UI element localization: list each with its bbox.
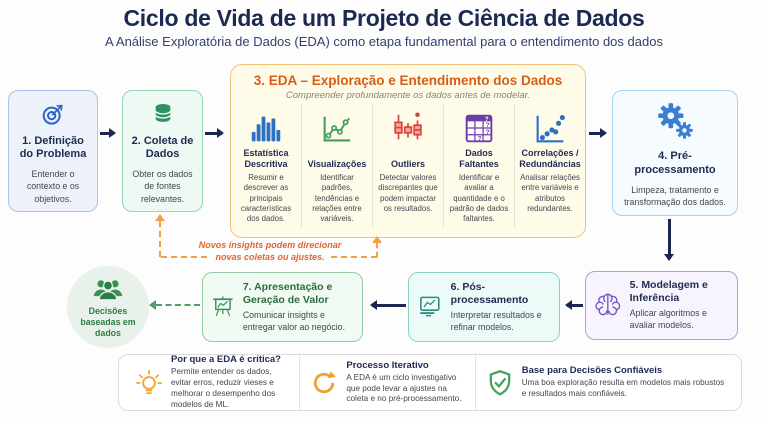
stage-title: 5. Modelagem e Inferência (629, 279, 708, 305)
svg-text:?: ? (486, 129, 490, 136)
page-subtitle: A Análise Exploratória de Dados (EDA) co… (105, 34, 663, 49)
stage-title: 2. Coleta de Dados (131, 134, 194, 161)
stage-title: 7. Apresentação e Geração de Valor (242, 280, 333, 306)
arrow-stage4-to-stage5 (668, 219, 671, 259)
feedback-arrowhead-to-eda (372, 236, 382, 243)
lightbulb-icon (135, 369, 163, 394)
note-desc: A EDA é um ciclo investigativo que pode … (346, 372, 462, 404)
eda-col-estatistica: Estatística Descritiva Resumir e descrev… (231, 104, 301, 228)
feedback-note-line1: Novos insights podem direcionar (198, 240, 342, 250)
eda-col-title: Outliers (390, 158, 425, 169)
boxplot-icon (394, 112, 422, 140)
arrow-eda-to-stage4 (589, 132, 605, 135)
shield-check-icon (489, 369, 511, 396)
eda-col-visualizacoes: Visualizações Identificar padrões, tendê… (301, 104, 372, 228)
feedback-note-line2: novas coletas ou ajustes. (210, 251, 330, 262)
eda-col-dados-faltantes: ? ? ? ? Dados Faltantes Identificar e av… (443, 104, 514, 228)
arrow-stage6-to-stage7 (372, 304, 406, 307)
arrow-stage7-to-decision-head (149, 300, 156, 310)
eda-col-title: Dados Faltantes (459, 148, 499, 169)
eda-col-desc: Detectar valores discrepantes que podem … (378, 173, 438, 213)
stage-box-coleta-dados: 2. Coleta de Dados Obter os dados de fon… (122, 90, 203, 212)
scatter-icon (536, 115, 565, 143)
stage-desc: Obter os dados de fontes relevantes. (132, 169, 193, 204)
stage-desc: Entender o contexto e os objetivos. (26, 169, 80, 204)
refresh-icon (314, 370, 337, 393)
stage-title: 1. Definição do Problema (19, 134, 87, 161)
stage-desc: Interpretar resultados e refinar modelos… (450, 309, 542, 332)
note-title: Por que a EDA é crítica? (171, 354, 281, 366)
feedback-line-vertical-right (376, 243, 378, 257)
database-icon (154, 103, 171, 122)
bar-chart-icon (251, 116, 281, 142)
stage-box-modelagem-inferencia: 5. Modelagem e Inferência Aplicar algori… (585, 271, 738, 340)
stage-desc: Comunicar insights e entregar valor ao n… (242, 309, 346, 332)
note-desc: Uma boa exploração resulta em modelos ma… (521, 378, 725, 398)
eda-col-title: Visualizações (307, 158, 367, 169)
arrow-stage1-to-stage2 (100, 132, 114, 135)
feedback-note: Novos insights podem direcionar novas co… (178, 240, 362, 263)
svg-text:?: ? (478, 135, 482, 142)
eda-box: 3. EDA – Exploração e Entendimento dos D… (230, 64, 586, 238)
eda-col-title: Correlações / Redundâncias (519, 148, 581, 169)
page-title: Ciclo de Vida de um Projeto de Ciência d… (123, 5, 645, 31)
eda-col-correlacoes: Correlações / Redundâncias Analisar rela… (514, 104, 585, 228)
svg-text:?: ? (485, 116, 489, 123)
people-icon (93, 280, 123, 301)
eda-col-desc: Resumir e descrever as principais caract… (240, 173, 292, 224)
easel-chart-icon (213, 296, 233, 316)
stage-desc: Aplicar algoritmos e avaliar modelos. (629, 308, 707, 331)
feedback-arrowhead-to-stage2 (155, 214, 165, 221)
stage-title: 4. Pré-processamento (634, 150, 716, 176)
eda-col-outliers: Outliers Detectar valores discrepantes q… (372, 104, 443, 228)
eda-columns: Estatística Descritiva Resumir e descrev… (231, 104, 585, 228)
eda-col-desc: Analisar relações entre variáveis e atri… (520, 173, 580, 213)
svg-text:?: ? (486, 122, 490, 129)
line-chart-icon (323, 116, 351, 142)
eda-col-desc: Identificar padrões, tendências e relaçõ… (312, 173, 362, 224)
monitor-chart-icon (420, 296, 440, 317)
stage-box-pre-processamento: 4. Pré-processamento Limpeza, tratamento… (612, 90, 738, 216)
eda-col-desc: Identificar e avaliar a quantidade e o p… (449, 173, 509, 224)
table-missing-icon: ? ? ? ? (465, 114, 493, 142)
arrow-stage7-to-decision (156, 304, 200, 306)
note-title: Base para Decisões Confiáveis (521, 365, 663, 377)
note-eda-critica: Por que a EDA é crítica? Permite entende… (125, 354, 299, 410)
decision-label: Decisões baseadas em dados (80, 306, 136, 338)
stage-title: 6. Pós-processamento (450, 280, 529, 306)
brain-icon (595, 293, 621, 315)
decision-circle: Decisões baseadas em dados (67, 266, 149, 348)
eda-col-title: Estatística Descritiva (243, 148, 289, 169)
target-icon (42, 104, 63, 125)
arrow-stage5-to-stage6 (567, 304, 583, 307)
eda-title: 3. EDA – Exploração e Entendimento dos D… (253, 73, 563, 88)
notes-strip: Por que a EDA é crítica? Permite entende… (118, 354, 742, 411)
arrow-stage2-to-eda (205, 132, 222, 135)
stage-box-apresentacao-valor: 7. Apresentação e Geração de Valor Comun… (202, 272, 363, 342)
eda-subtitle: Compreender profundamente os dados antes… (285, 90, 531, 101)
note-desc: Permite entender os dados, evitar erros,… (171, 367, 276, 409)
note-title: Processo Iterativo (346, 359, 429, 371)
stage-box-definicao-problema: 1. Definição do Problema Entender o cont… (8, 90, 98, 212)
gears-icon (658, 103, 693, 139)
note-decisoes-confiaveis: Base para Decisões Confiáveis Uma boa ex… (474, 355, 735, 410)
feedback-line-vertical-left (159, 221, 161, 257)
stage-box-pos-processamento: 6. Pós-processamento Interpretar resulta… (408, 272, 560, 342)
note-processo-iterativo: Processo Iterativo A EDA é um ciclo inve… (299, 355, 474, 410)
stage-desc: Limpeza, tratamento e transformação dos … (624, 184, 726, 207)
